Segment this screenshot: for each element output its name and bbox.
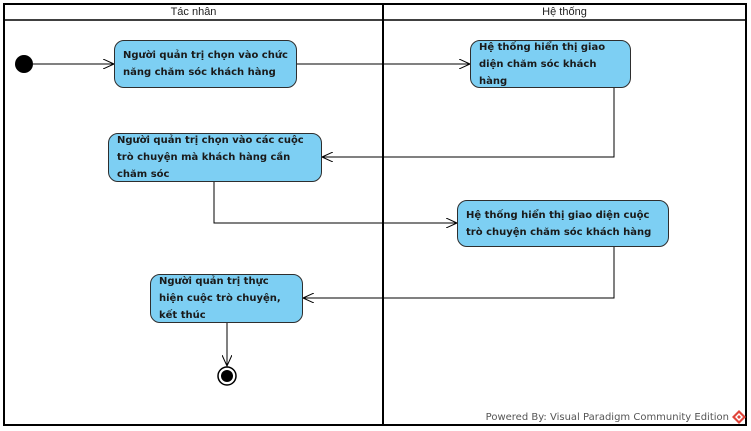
initial-node [15, 55, 33, 73]
flow-a4-to-a5 [303, 247, 615, 298]
swimlane-frame [3, 3, 747, 426]
action-system-show-care-ui: Hệ thống hiển thị giao diện chăm sóc khá… [470, 40, 631, 88]
visual-paradigm-logo-icon [732, 410, 746, 424]
flow-a3-to-a4 [213, 182, 457, 223]
action-admin-open-customer-care: Người quản trị chọn vào chức năng chăm s… [114, 40, 297, 88]
action-label: Hệ thống hiển thị giao diện chăm sóc khá… [479, 41, 606, 87]
action-label: Người quản trị chọn vào các cuộc trò chu… [117, 135, 304, 180]
action-label: Người quản trị chọn vào chức năng chăm s… [123, 50, 288, 78]
action-label: Người quản trị thực hiện cuộc trò chuyện… [159, 276, 281, 321]
final-node-core [221, 370, 233, 382]
flow-a2-to-a3 [322, 88, 615, 157]
action-label: Hệ thống hiển thị giao diện cuộc trò chu… [466, 209, 652, 238]
lane-title-system: Hệ thống [542, 6, 587, 18]
action-admin-select-conversations: Người quản trị chọn vào các cuộc trò chu… [108, 133, 322, 182]
action-admin-conduct-conversation: Người quản trị thực hiện cuộc trò chuyện… [150, 274, 303, 323]
powered-by-credit: Powered By: Visual Paradigm Community Ed… [485, 412, 729, 423]
lane-title-actor: Tác nhân [170, 6, 217, 18]
action-system-show-conversation-ui: Hệ thống hiển thị giao diện cuộc trò chu… [457, 200, 669, 247]
